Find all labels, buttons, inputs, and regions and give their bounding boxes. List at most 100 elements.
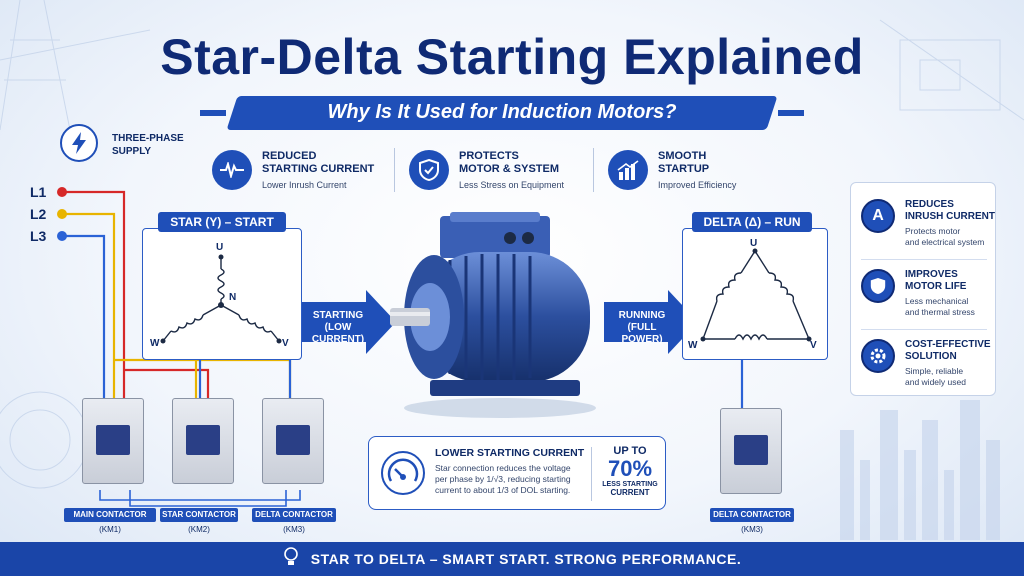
feature-row: REDUCED STARTING CURRENT Lower Inrush Cu… — [212, 148, 778, 192]
contactor-km1 — [82, 398, 144, 484]
contactor-km3 — [262, 398, 324, 484]
star-winding-diagram — [160, 254, 282, 344]
star-label-u: U — [216, 242, 224, 253]
benefit-subtitle: and widely used — [905, 377, 966, 387]
feature-smooth-startup: SMOOTH STARTUP Improved Efficiency — [608, 150, 778, 190]
contactor-code: (KM3) — [283, 525, 305, 534]
contactor-km1-caption: MAIN CONTACTOR (KM1) — [64, 508, 156, 534]
lightning-icon — [60, 124, 98, 162]
contactor-km3-caption: DELTA CONTACTOR (KM3) — [252, 508, 336, 534]
benefit-cost-effective: COST-EFFECTIVE SOLUTION Simple, reliable… — [861, 339, 991, 388]
arrow-line: STARTING — [312, 310, 364, 321]
contactor-code: (KM2) — [188, 525, 210, 534]
starting-arrow — [302, 290, 396, 354]
star-panel — [142, 228, 302, 360]
benefit-subtitle: Simple, reliable — [905, 366, 964, 376]
stat-suffix: LESS STARTING — [602, 481, 658, 488]
star-label-n: N — [229, 292, 237, 303]
running-arrow-label: RUNNING (FULL POWER) — [606, 310, 678, 346]
feature-title: PROTECTS — [459, 150, 519, 162]
contactor-label: DELTA CONTACTOR — [252, 508, 336, 522]
supply-label: THREE-PHASE SUPPLY — [112, 133, 184, 157]
delta-winding-diagram — [700, 248, 812, 342]
contactor-code: (KM3) — [741, 525, 763, 534]
info-title: LOWER STARTING CURRENT — [435, 447, 585, 459]
starting-arrow-label: STARTING (LOW CURRENT) — [302, 310, 374, 346]
subtitle-accent-left — [200, 110, 226, 116]
benefit-title: COST-EFFECTIVE — [905, 339, 991, 350]
induction-motor — [390, 212, 596, 418]
feature-subtitle: Lower Inrush Current — [262, 180, 347, 190]
gear-icon — [861, 339, 895, 373]
benefits-card: A REDUCES INRUSH CURRENT Protects motor … — [850, 182, 996, 396]
footer-banner: STAR TO DELTA – SMART START. STRONG PERF… — [0, 542, 1024, 576]
divider — [861, 329, 987, 330]
contactor-km3-delta-caption: DELTA CONTACTOR (KM3) — [710, 508, 794, 534]
phase-label-l2: L2 — [30, 206, 47, 222]
arrow-line: (FULL POWER) — [621, 322, 663, 345]
delta-label-u: U — [750, 238, 758, 249]
stat-percent: 70% — [607, 456, 653, 481]
feature-title: REDUCED — [262, 150, 317, 162]
delta-label-v: V — [810, 340, 817, 351]
growth-chart-icon — [608, 150, 648, 190]
contactor-km3-delta — [720, 408, 782, 494]
info-body: Star connection reduces the voltage per … — [435, 463, 571, 496]
star-label-w: W — [150, 338, 160, 349]
running-arrow — [604, 290, 698, 354]
divider — [591, 447, 592, 501]
lightbulb-icon — [283, 546, 299, 572]
contactor-label: MAIN CONTACTOR — [64, 508, 156, 522]
benefit-subtitle: and thermal stress — [905, 307, 975, 317]
waveform-icon — [212, 150, 252, 190]
phase-label-l3: L3 — [30, 228, 47, 244]
contactor-label: DELTA CONTACTOR — [710, 508, 794, 522]
amp-meter-icon: A — [861, 199, 895, 233]
feature-subtitle: Less Stress on Equipment — [459, 180, 565, 190]
info-body-line: current to about 1/3 of DOL starting. — [435, 485, 571, 495]
contactor-km2-caption: STAR CONTACTOR (KM2) — [160, 508, 238, 534]
feature-protects: PROTECTS MOTOR & SYSTEM Less Stress on E… — [409, 150, 579, 190]
feature-title: SMOOTH — [658, 150, 707, 162]
contactor-km2 — [172, 398, 234, 484]
page-title: Star-Delta Starting Explained — [160, 29, 864, 85]
page-subtitle: Why Is It Used for Induction Motors? — [327, 101, 677, 123]
subtitle-accent-right — [778, 110, 804, 116]
benefit-title: IMPROVES — [905, 269, 958, 280]
contactor-code: (KM1) — [99, 525, 121, 534]
info-body-line: per phase by 1/√3, reducing starting — [435, 474, 571, 484]
delta-panel — [682, 228, 828, 360]
shield-icon — [409, 150, 449, 190]
benefit-subtitle: and electrical system — [905, 237, 985, 247]
feature-title: STARTING CURRENT — [262, 163, 375, 175]
starting-current-info: LOWER STARTING CURRENT Star connection r… — [368, 436, 666, 510]
benefit-subtitle: Protects motor — [905, 226, 961, 236]
delta-panel-tab: DELTA (Δ) – RUN — [692, 212, 812, 232]
divider — [394, 148, 395, 192]
gauge-icon — [381, 451, 425, 495]
reduction-stat: UP TO 70% LESS STARTING CURRENT — [595, 445, 665, 497]
benefit-motor-life: IMPROVES MOTOR LIFE Less mechanical and … — [861, 269, 975, 318]
feature-reduced-current: REDUCED STARTING CURRENT Lower Inrush Cu… — [212, 150, 380, 190]
benefit-subtitle: Less mechanical — [905, 296, 969, 306]
stat-suffix: CURRENT — [610, 488, 650, 497]
phase-label-l1: L1 — [30, 184, 47, 200]
feature-subtitle: Improved Efficiency — [658, 180, 737, 190]
benefit-reduces-inrush: A REDUCES INRUSH CURRENT Protects motor … — [861, 199, 995, 248]
divider — [593, 148, 594, 192]
benefit-title: REDUCES — [905, 199, 954, 210]
delta-label-w: W — [688, 340, 698, 351]
feature-title: STARTUP — [658, 163, 710, 175]
shield-icon — [861, 269, 895, 303]
divider — [861, 259, 987, 260]
arrow-line: (LOW CURRENT) — [311, 322, 365, 345]
benefit-title: INRUSH CURRENT — [905, 211, 995, 222]
footer-tagline: STAR TO DELTA – SMART START. STRONG PERF… — [310, 551, 742, 567]
stat-prefix: UP TO — [613, 445, 647, 457]
benefit-title: SOLUTION — [905, 351, 957, 362]
contactor-label: STAR CONTACTOR — [160, 508, 238, 522]
info-body-line: Star connection reduces the voltage — [435, 463, 571, 473]
